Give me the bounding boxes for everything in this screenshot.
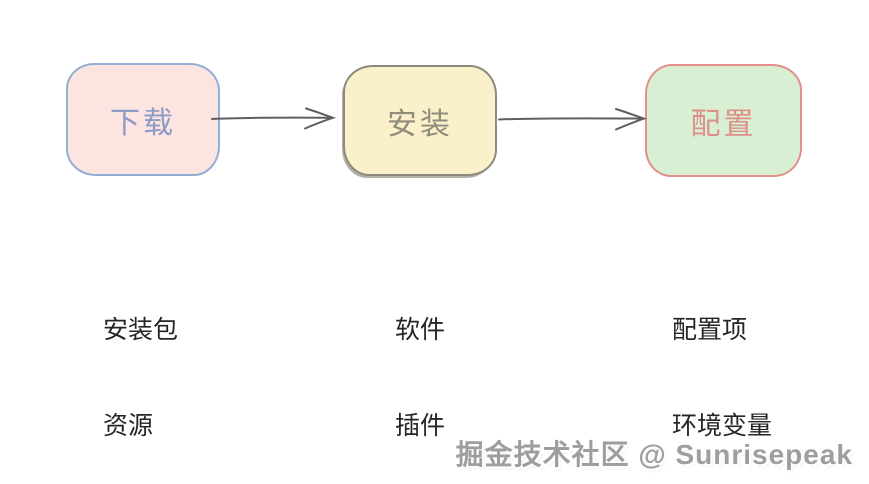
arrow-install-to-configure-icon xyxy=(498,108,648,131)
list-item: 插件 xyxy=(395,412,446,440)
step-box-download: 下载 xyxy=(66,63,220,176)
step-label-download: 下载 xyxy=(110,106,176,140)
list-item: 软件 xyxy=(395,316,446,344)
step-label-configure: 配置 xyxy=(690,107,757,141)
list-install-items: 软件 插件 资源 ... xyxy=(395,250,445,484)
step-box-install: 安装 xyxy=(343,65,497,176)
list-item: 环境变量 xyxy=(672,412,773,440)
arrow-download-to-install-icon xyxy=(211,107,337,130)
list-item: 资源 xyxy=(103,412,154,440)
step-box-configure: 配置 xyxy=(645,64,802,177)
list-item: 安装包 xyxy=(103,316,179,344)
watermark-text: 掘金技术社区 @ Sunrisepeak xyxy=(455,439,853,470)
list-download-items: 安装包 资源 ... xyxy=(103,250,178,484)
list-item: 配置项 xyxy=(672,316,748,344)
list-configure-items: 配置项 环境变量 ... xyxy=(672,250,772,484)
step-label-install: 安装 xyxy=(387,107,453,141)
